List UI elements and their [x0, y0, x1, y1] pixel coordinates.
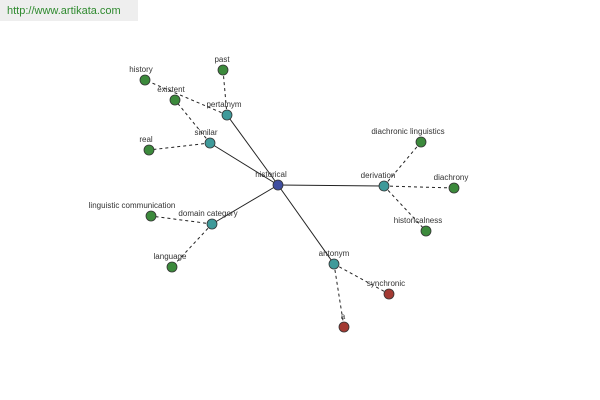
label-diachrony[interactable]: diachrony [434, 173, 469, 182]
edge-historical-derivation [277, 184, 385, 187]
node-a[interactable] [338, 321, 350, 333]
graph-edges [144, 69, 455, 328]
label-history[interactable]: history [129, 65, 153, 74]
node-historical[interactable] [272, 179, 284, 191]
label-a[interactable]: a [341, 312, 346, 321]
edge-historical-similar [209, 142, 279, 186]
label-linguistic-communication[interactable]: linguistic communication [89, 201, 176, 210]
node-real[interactable] [143, 144, 155, 156]
label-existent[interactable]: existent [157, 85, 185, 94]
label-domain-category[interactable]: domain category [178, 209, 237, 218]
node-history[interactable] [139, 74, 151, 86]
label-historicalness[interactable]: historicalness [394, 216, 442, 225]
edge-historical-antonym [277, 184, 335, 265]
edge-similar-real [148, 142, 211, 151]
node-domain-category[interactable] [206, 218, 218, 230]
label-past[interactable]: past [214, 55, 230, 64]
url-banner: http://www.artikata.com [0, 0, 138, 21]
node-derivation[interactable] [378, 180, 390, 192]
label-language[interactable]: language [154, 252, 187, 261]
label-derivation[interactable]: derivation [361, 171, 396, 180]
label-historical[interactable]: historical [255, 170, 287, 179]
edge-derivation-historicalness [383, 185, 427, 232]
node-antonym[interactable] [328, 258, 340, 270]
edge-pertainym-past [222, 69, 228, 116]
node-pertainym[interactable] [221, 109, 233, 121]
node-existent[interactable] [169, 94, 181, 106]
node-historicalness[interactable] [420, 225, 432, 237]
label-diachronic-linguistics[interactable]: diachronic linguistics [371, 127, 444, 136]
label-similar[interactable]: similar [194, 128, 217, 137]
node-diachronic-linguistics[interactable] [415, 136, 427, 148]
edge-historical-domain-category [211, 184, 279, 225]
edge-derivation-diachrony [383, 185, 455, 189]
edge-pertainym-history [144, 79, 228, 116]
label-real[interactable]: real [139, 135, 153, 144]
label-synchronic[interactable]: synchronic [367, 279, 405, 288]
edge-domain-category-language [171, 223, 213, 268]
edge-historical-pertainym [226, 114, 279, 186]
label-pertainym[interactable]: pertainym [206, 100, 241, 109]
graph-labels: historical pertainym similar domain categor… [89, 55, 469, 321]
node-diachrony[interactable] [448, 182, 460, 194]
edge-domain-category-linguistic-communication [150, 215, 213, 225]
site-url-link[interactable]: http://www.artikata.com [7, 5, 121, 17]
node-language[interactable] [166, 261, 178, 273]
node-past[interactable] [217, 64, 229, 76]
edge-antonym-synchronic [333, 263, 390, 295]
label-antonym[interactable]: antonym [319, 249, 350, 258]
edge-antonym-a [333, 263, 345, 328]
node-synchronic[interactable] [383, 288, 395, 300]
graph-nodes [139, 64, 460, 333]
node-similar[interactable] [204, 137, 216, 149]
node-linguistic-communication[interactable] [145, 210, 157, 222]
